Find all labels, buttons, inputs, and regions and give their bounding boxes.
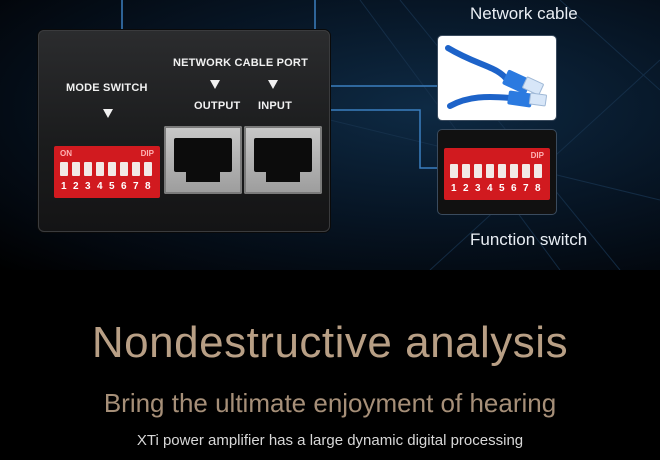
dip-toggle	[72, 162, 80, 176]
dip-number: 3	[475, 183, 481, 194]
dip-number: 6	[121, 181, 127, 192]
dip-number: 7	[133, 181, 139, 192]
subheading: Bring the ultimate enjoyment of hearing	[103, 388, 557, 418]
dip-number: 2	[463, 183, 469, 194]
function-switch-image: DIP 1 2 3 4 5 6 7 8	[438, 130, 556, 214]
dip-number: 5	[109, 181, 115, 192]
dip-number: 2	[73, 181, 79, 192]
network-cable-image	[438, 36, 556, 120]
dip-number: 1	[61, 181, 67, 192]
input-port	[244, 126, 322, 194]
output-port	[164, 126, 242, 194]
main-heading: Nondestructive analysis	[91, 318, 569, 367]
dip-switch-device: ON DIP 1 2 3 4 5 6 7 8	[54, 146, 160, 198]
mode-switch-arrow-icon	[103, 109, 113, 118]
dip-number: 8	[535, 183, 541, 194]
dip-switch-closeup: DIP 1 2 3 4 5 6 7 8	[444, 148, 550, 200]
dip-on-label: ON	[60, 149, 72, 158]
hero-panel: MODE SWITCH NETWORK CABLE PORT OUTPUT IN…	[0, 0, 660, 270]
dip-toggle	[534, 164, 542, 178]
mode-switch-label: MODE SWITCH	[66, 82, 148, 94]
dip-number: 5	[499, 183, 505, 194]
function-switch-caption: Function switch	[470, 230, 588, 249]
dip-toggle	[522, 164, 530, 178]
dip-number: 7	[523, 183, 529, 194]
input-label: INPUT	[258, 100, 292, 112]
amplifier-device: MODE SWITCH NETWORK CABLE PORT OUTPUT IN…	[38, 30, 330, 232]
dip-number: 1	[451, 183, 457, 194]
dip-number: 3	[85, 181, 91, 192]
dip-number: 4	[97, 181, 103, 192]
dip-number: 8	[145, 181, 151, 192]
dip-toggle	[144, 162, 152, 176]
output-arrow-icon	[210, 80, 220, 89]
dip-toggle	[120, 162, 128, 176]
body-text: XTi power amplifier has a large dynamic …	[136, 432, 524, 449]
dip-toggle	[486, 164, 494, 178]
dip-toggle	[510, 164, 518, 178]
output-label: OUTPUT	[194, 100, 241, 112]
network-cable-icon	[445, 45, 547, 109]
dip-toggle	[132, 162, 140, 176]
dip-toggle	[450, 164, 458, 178]
dip-label: DIP	[530, 151, 544, 160]
dip-toggle	[108, 162, 116, 176]
dip-toggle	[462, 164, 470, 178]
dip-toggle	[60, 162, 68, 176]
network-port-label: NETWORK CABLE PORT	[173, 57, 308, 69]
dip-toggle	[498, 164, 506, 178]
dip-toggle	[84, 162, 92, 176]
dip-number: 6	[511, 183, 517, 194]
network-cable-caption: Network cable	[470, 4, 578, 23]
dip-toggle	[96, 162, 104, 176]
dip-label: DIP	[140, 149, 154, 158]
dip-toggle	[474, 164, 482, 178]
dip-number: 4	[487, 183, 493, 194]
input-arrow-icon	[268, 80, 278, 89]
